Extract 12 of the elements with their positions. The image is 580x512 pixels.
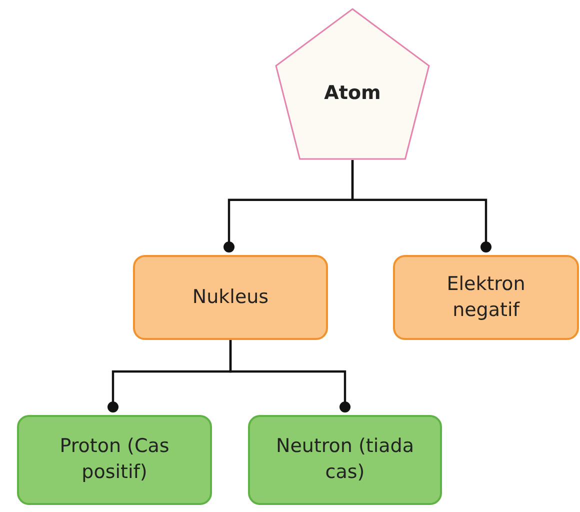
process-box	[248, 415, 442, 505]
connector	[229, 340, 350, 412]
node-label: Nukleus	[192, 284, 269, 310]
node-label: Proton (Cas positif)	[58, 434, 170, 485]
process-box	[393, 255, 579, 340]
pentagon-node	[275, 8, 430, 160]
node-label: Atom	[324, 81, 381, 106]
process-box	[17, 415, 212, 505]
connector	[351, 160, 492, 252]
process-box	[133, 255, 328, 340]
node-label: Neutron (tiada cas)	[275, 434, 415, 485]
node-label: Elektron negatif	[446, 272, 526, 322]
